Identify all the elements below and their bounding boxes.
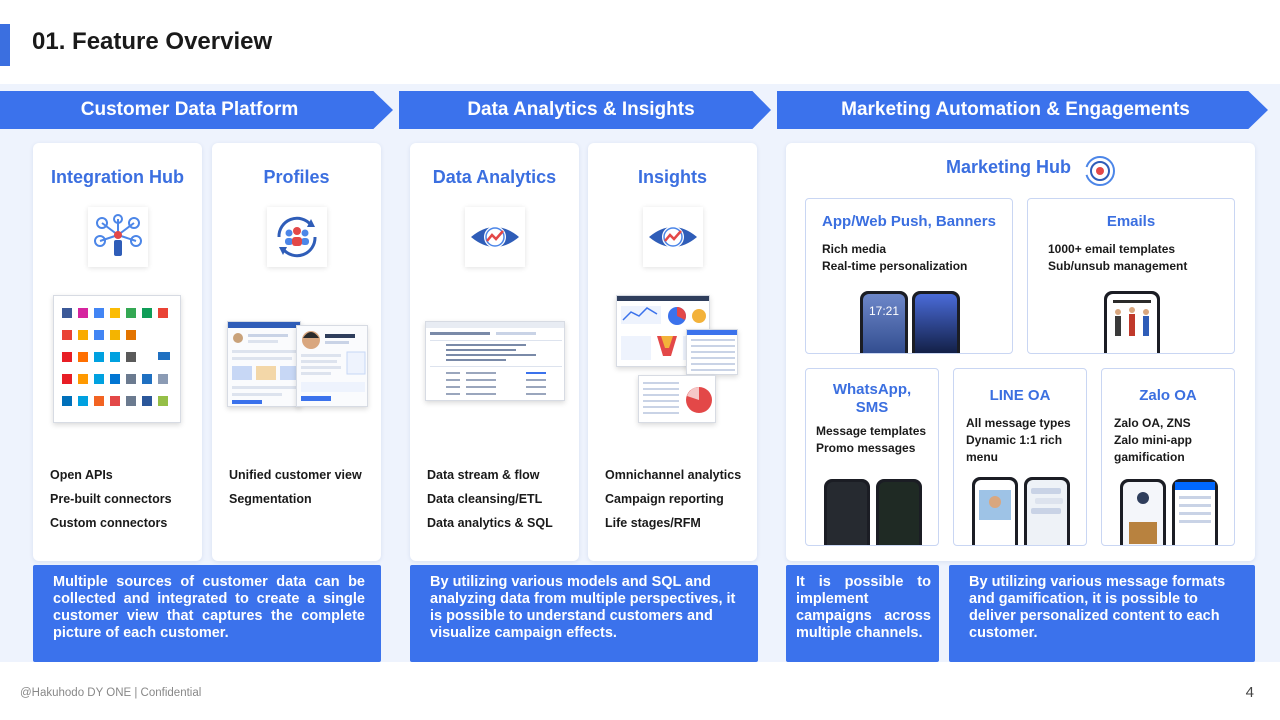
feature-list: Data stream & flow Data cleansing/ETL Da… — [427, 467, 553, 539]
channel-title: WhatsApp, SMS — [832, 381, 912, 416]
phone-mockup — [1172, 479, 1218, 545]
feature-item: Data cleansing/ETL — [427, 492, 543, 506]
phone-mockup — [1120, 479, 1166, 545]
marketing-hub-target-icon — [1083, 154, 1117, 188]
profiles-icon — [266, 207, 327, 267]
phone-mockup — [1104, 291, 1160, 353]
channel-line: Promo messages — [816, 441, 916, 455]
card-insights: Insights — [588, 143, 757, 561]
feature-item: Campaign reporting — [605, 492, 724, 506]
card-profiles: Profiles — [212, 143, 381, 561]
channel-title: LINE OA — [989, 387, 1051, 404]
channel-lines: Zalo OA, ZNS Zalo mini-app gamification — [1114, 415, 1226, 466]
feature-item: Pre-built connectors — [50, 492, 172, 506]
card-title: Profiles — [263, 167, 330, 187]
profile-list-screenshot — [227, 321, 301, 407]
channel-line: gamification — [1114, 450, 1185, 464]
phone-mockup — [972, 477, 1018, 545]
footer-confidential: @Hakuhodo DY ONE | Confidential — [20, 687, 202, 699]
channel-emails: Emails 1000+ email templates Sub/unsub m… — [1027, 198, 1235, 354]
feature-list: Omnichannel analytics Campaign reporting… — [605, 467, 741, 539]
channel-line: 1000+ email templates — [1048, 242, 1176, 256]
channel-title: App/Web Push, Banners — [822, 213, 996, 230]
title-accent-bar — [0, 24, 10, 66]
integration-hub-icon — [87, 207, 148, 267]
channel-line: Real-time personalization — [822, 259, 968, 273]
channel-zalo-oa: Zalo OA Zalo OA, ZNS Zalo mini-app gamif… — [1101, 368, 1235, 546]
channel-push-banners: App/Web Push, Banners Rich media Real-ti… — [805, 198, 1013, 354]
report-table-screenshot — [686, 329, 738, 375]
sql-editor-screenshot — [425, 321, 565, 401]
phone-mockup — [824, 479, 870, 545]
channel-line: Dynamic 1:1 rich — [966, 433, 1063, 447]
channel-title: Zalo OA — [1139, 387, 1197, 404]
card-title: Integration Hub — [51, 167, 184, 187]
channel-line: Zalo OA, ZNS — [1114, 416, 1191, 430]
feature-item: Data analytics & SQL — [427, 516, 553, 530]
channel-lines: 1000+ email templates Sub/unsub manageme… — [1048, 241, 1226, 275]
card-integration-hub: Integration Hub — [33, 143, 202, 561]
feature-item: Life stages/RFM — [605, 516, 701, 530]
channel-line: Rich media — [822, 242, 887, 256]
feature-item: Custom connectors — [50, 516, 168, 530]
feature-list: Unified customer view Segmentation — [229, 467, 362, 515]
channel-line-oa: LINE OA All message types Dynamic 1:1 ri… — [953, 368, 1087, 546]
description-personalized: By utilizing various message formats and… — [949, 565, 1255, 662]
channel-line: menu — [966, 450, 999, 464]
channel-whatsapp-sms: WhatsApp, SMS Message templates Promo me… — [805, 368, 939, 546]
channel-lines: Rich media Real-time personalization — [822, 241, 1004, 275]
card-data-analytics: Data Analytics Data stream & flow Data c… — [410, 143, 579, 561]
feature-item: Data stream & flow — [427, 468, 540, 482]
page-title: 01. Feature Overview — [32, 28, 273, 55]
data-analytics-icon — [464, 207, 525, 267]
phone-mockup: 17:21 — [860, 291, 908, 353]
channel-line: Message templates — [816, 424, 927, 438]
feature-item: Open APIs — [50, 468, 113, 482]
description-analytics: By utilizing various models and SQL and … — [410, 565, 758, 662]
channel-line: Sub/unsub management — [1048, 259, 1188, 273]
description-cdp: Multiple sources of customer data can be… — [33, 565, 381, 662]
feature-list: Open APIs Pre-built connectors Custom co… — [50, 467, 172, 539]
section-header-cdp: Customer Data Platform — [0, 91, 393, 129]
phone-lockscreen-time: 17:21 — [863, 294, 905, 353]
channel-title: Emails — [1106, 213, 1156, 230]
insights-icon — [642, 207, 703, 267]
channel-lines: All message types Dynamic 1:1 rich menu — [966, 415, 1078, 466]
channel-line: All message types — [966, 416, 1071, 430]
feature-item: Segmentation — [229, 492, 312, 506]
channel-line: Zalo mini-app — [1114, 433, 1192, 447]
feature-item: Omnichannel analytics — [605, 468, 742, 482]
card-title: Insights — [637, 167, 707, 187]
phone-mockup — [912, 291, 960, 353]
description-channels: It is possible to implement campaigns ac… — [786, 565, 939, 662]
profile-detail-screenshot — [296, 325, 368, 407]
page-number: 4 — [1245, 684, 1254, 701]
phone-mockup — [1024, 477, 1070, 545]
connectors-logo-grid — [53, 295, 181, 423]
marketing-hub-title: Marketing Hub — [946, 157, 1072, 177]
pie-report-screenshot — [638, 375, 716, 423]
card-title: Data Analytics — [432, 167, 557, 187]
section-header-marketing: Marketing Automation & Engagements — [777, 91, 1268, 129]
channel-lines: Message templates Promo messages — [816, 423, 930, 457]
section-header-analytics: Data Analytics & Insights — [399, 91, 771, 129]
phone-mockup — [876, 479, 922, 545]
feature-item: Unified customer view — [229, 468, 362, 482]
